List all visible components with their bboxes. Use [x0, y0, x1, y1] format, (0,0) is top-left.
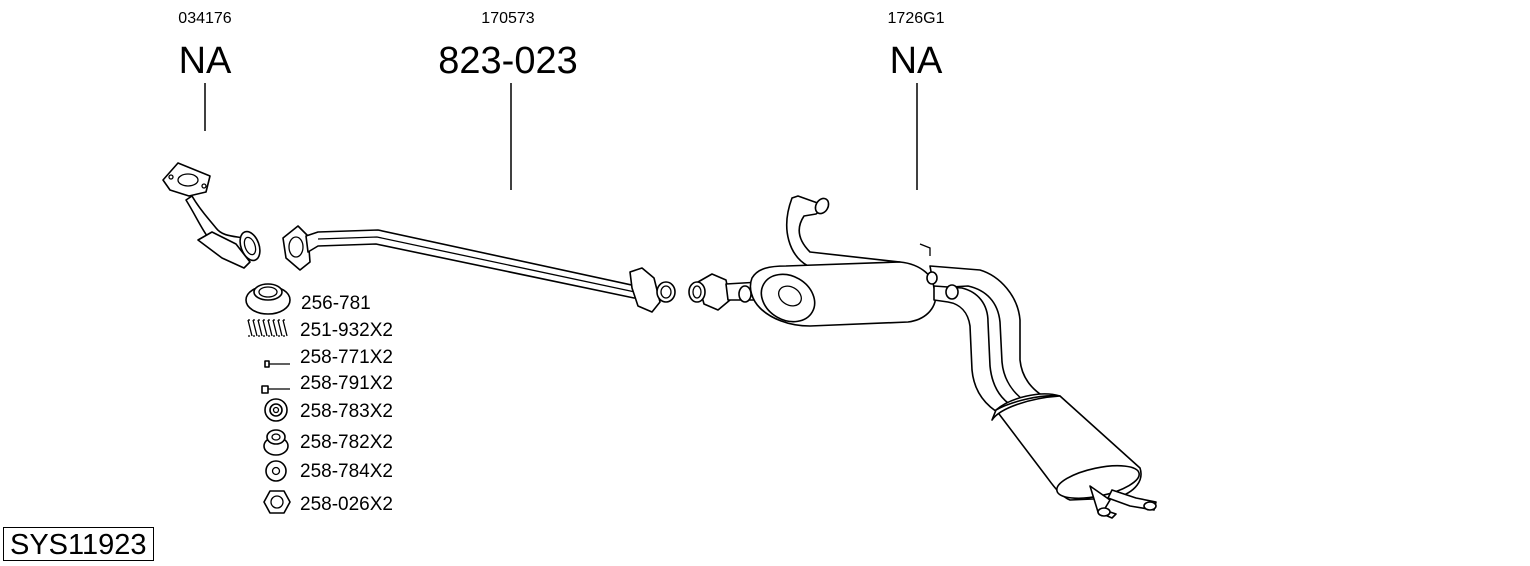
kit-label-6: 258-782X2: [300, 432, 393, 453]
kit-label-8: 258-026X2: [300, 494, 393, 515]
kit-label-2: 251-932X2: [300, 320, 393, 341]
part-ref-front-pipe: 034176: [178, 10, 231, 27]
kit-label-5: 258-783X2: [300, 401, 393, 422]
part-ref-rear-silencer: 1726G1: [888, 10, 945, 27]
hex-nut-icon: [263, 490, 291, 514]
kit-label-7: 258-784X2: [300, 461, 393, 482]
washer-icon: [265, 460, 287, 482]
spring-icon: [247, 319, 288, 337]
middle-pipe[interactable]: [282, 225, 676, 313]
rubber-mount-icon: [263, 429, 289, 456]
rubber-mount-icon: [264, 398, 288, 422]
part-code-middle-pipe: 823-023: [438, 40, 577, 82]
rear-silencer-assembly[interactable]: [688, 195, 1157, 519]
gasket-ring-icon: [245, 283, 291, 315]
kit-label-1: 256-781: [301, 293, 371, 314]
kit-label-3: 258-771X2: [300, 347, 393, 368]
part-ref-middle-pipe: 170573: [481, 10, 534, 27]
system-code-box: SYS11923: [3, 527, 154, 561]
part-code-front-pipe: NA: [179, 40, 232, 82]
bolt-icon: [264, 360, 290, 368]
bolt-icon: [261, 385, 290, 394]
part-code-rear-silencer: NA: [890, 40, 943, 82]
kit-label-4: 258-791X2: [300, 373, 393, 394]
front-pipe[interactable]: [162, 162, 264, 269]
